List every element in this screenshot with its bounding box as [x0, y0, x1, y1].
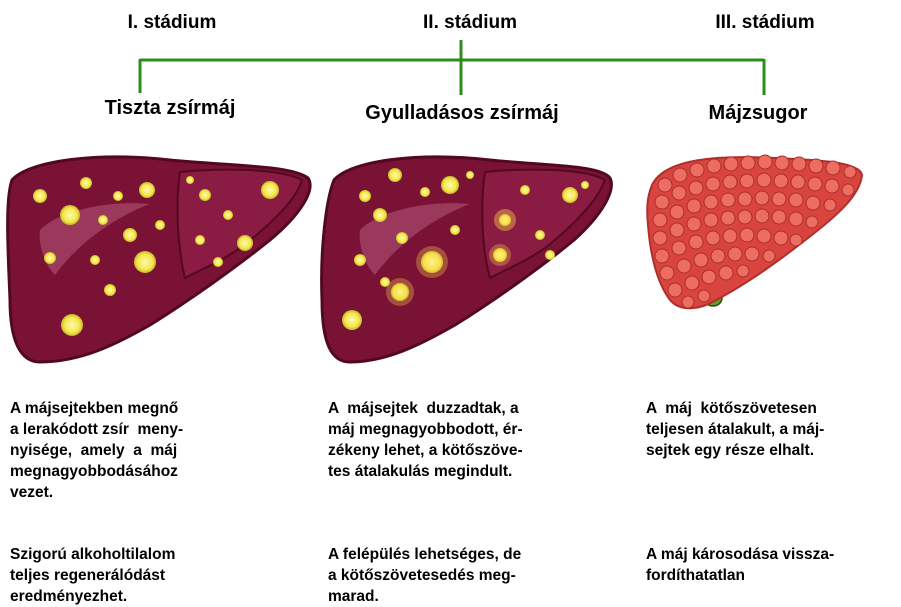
stage-2-outcome: A felépülés lehetséges, de a kötőszövete…: [328, 544, 521, 607]
stage-2-description: A májsejtek duzzadtak, a máj megnagyobbo…: [328, 398, 523, 482]
cirrhotic-liver-image: [647, 155, 862, 308]
inflamed-fatty-liver-image: [322, 157, 612, 362]
stage-1-outcome: Szigorú alkoholtilalom teljes regeneráló…: [10, 544, 175, 607]
stage-1-description: A májsejtekben megnő a lerakódott zsír m…: [10, 398, 183, 503]
fatty-liver-image: [8, 157, 310, 362]
stage-3-description: A máj kötőszövetesen teljesen átalakult,…: [646, 398, 824, 461]
stage-3-outcome: A máj károsodása vissza- fordíthatatlan: [646, 544, 834, 586]
